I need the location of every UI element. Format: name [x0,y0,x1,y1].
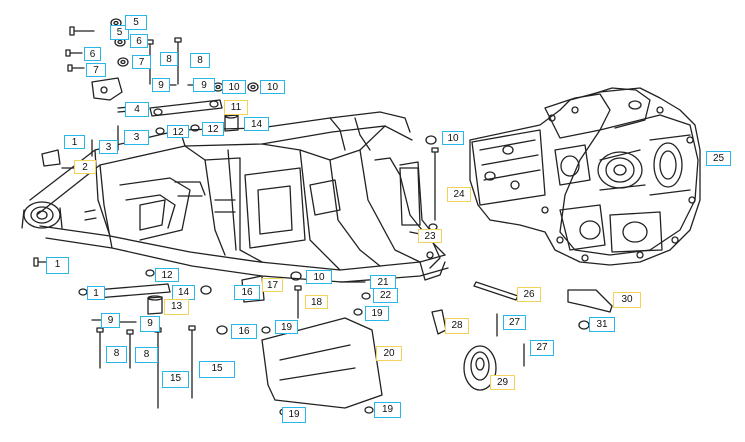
callout-8-a: 8 [160,52,178,66]
callout-25: 25 [706,151,731,166]
callout-3-b: 3 [124,130,149,145]
callout-19-b: 19 [275,320,298,334]
callout-18: 18 [305,295,328,309]
callout-27-a: 27 [503,315,526,330]
callout-9-a: 9 [152,78,170,92]
callout-10-c: 10 [442,131,464,145]
callout-9-c: 9 [101,313,120,328]
callout-15-b: 15 [199,361,235,378]
callout-9-b: 9 [193,78,215,92]
callout-7-b: 7 [132,55,151,69]
callout-16-a: 16 [234,285,260,300]
parts-drawing [33,18,613,416]
callout-5-b: 5 [125,15,147,30]
callout-24: 24 [447,187,471,202]
callout-14-b: 14 [172,285,195,300]
callout-5-a: 5 [110,25,129,40]
engine-drawing [469,87,701,266]
callout-28: 28 [445,318,469,334]
callout-12-a: 12 [167,125,189,138]
callout-1-b: 1 [46,257,69,274]
callout-7-a: 7 [86,63,106,77]
callout-19-d: 19 [374,402,401,418]
callout-10-d: 10 [306,270,332,284]
callout-1-a: 1 [64,135,85,149]
callout-22: 22 [373,288,398,303]
callout-17: 17 [262,278,283,292]
callout-11: 11 [224,100,248,115]
callout-16-b: 16 [231,324,257,339]
callout-2: 2 [74,160,96,174]
callout-27-b: 27 [530,340,554,356]
callout-12-b: 12 [202,122,224,136]
callout-30: 30 [613,292,641,308]
callout-12-c: 12 [155,268,179,282]
callout-8-c: 8 [106,346,127,363]
callout-4: 4 [125,102,149,117]
callout-8-d: 8 [135,347,158,363]
callout-19-c: 19 [282,407,306,423]
callout-6-b: 6 [130,34,148,48]
callout-23: 23 [418,229,442,243]
callout-31: 31 [589,317,615,332]
callout-26: 26 [517,287,541,302]
callout-13: 13 [164,299,189,315]
callout-9-d: 9 [140,316,160,332]
callout-14-a: 14 [244,117,269,131]
frame-drawing [21,111,449,283]
callout-15-a: 15 [162,371,189,388]
callout-21: 21 [370,275,396,289]
callout-10-a: 10 [222,80,246,94]
callout-19-a: 19 [365,306,389,321]
callout-1-c: 1 [87,286,105,300]
callout-10-b: 10 [260,80,285,94]
callout-29: 29 [490,375,515,390]
callout-20: 20 [376,346,402,361]
callout-8-b: 8 [190,53,210,68]
callout-6-a: 6 [84,47,101,61]
callout-3-a: 3 [99,140,118,154]
